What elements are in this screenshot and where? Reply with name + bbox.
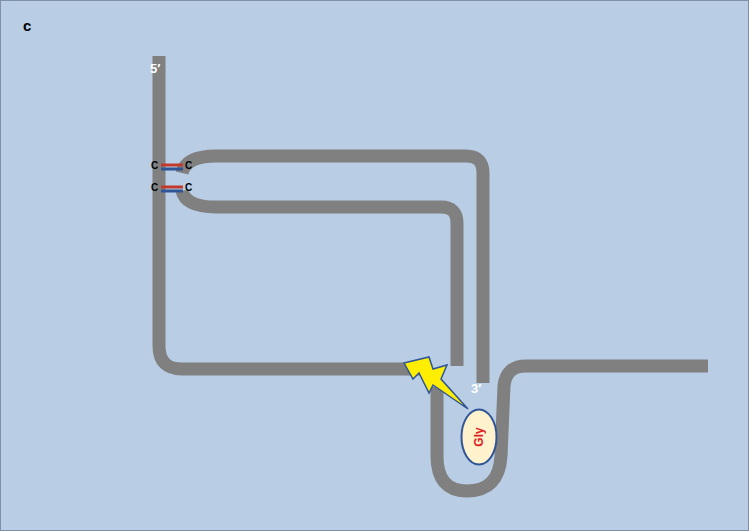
base-letter: C <box>151 183 158 193</box>
rna-strand <box>182 191 457 366</box>
amino-acid-oval: Gly <box>460 408 498 466</box>
rna-strand <box>437 366 708 491</box>
amino-acid-label: Gly <box>472 427 486 446</box>
base-pair <box>161 164 183 167</box>
oval-shape <box>462 410 497 465</box>
base-letter: C <box>185 183 192 193</box>
strand-end-label: 3′ <box>471 382 481 395</box>
rna-strand <box>182 156 483 383</box>
base-letter: C <box>185 161 192 171</box>
base-pair <box>161 186 183 189</box>
base-letter: C <box>151 161 158 171</box>
lightning-bolt <box>404 357 468 409</box>
base-pair <box>161 190 183 193</box>
strand-end-label: 5′ <box>150 62 160 75</box>
panel-letter: c <box>23 18 31 33</box>
base-pair <box>161 168 183 171</box>
